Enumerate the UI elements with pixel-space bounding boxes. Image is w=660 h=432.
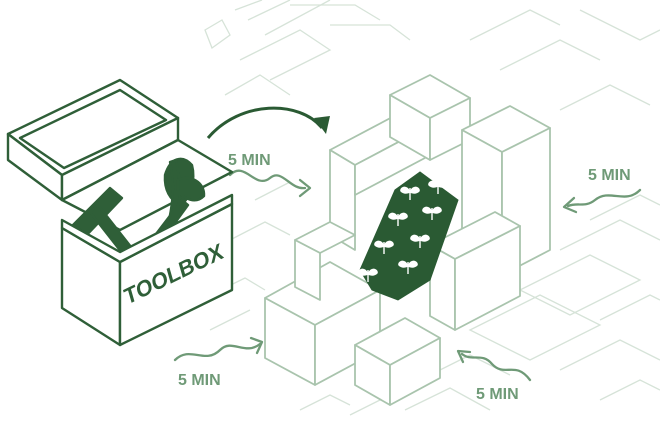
sprout-icon bbox=[358, 268, 378, 282]
sprout-icon bbox=[422, 206, 442, 220]
sprout-icon bbox=[410, 234, 430, 248]
green-courtyard bbox=[358, 171, 459, 301]
sprout-icon bbox=[374, 240, 394, 254]
distance-label: 5 MIN bbox=[588, 167, 631, 184]
approach-arrow-bottom-right bbox=[460, 352, 532, 382]
sprout-icon bbox=[398, 260, 418, 274]
approach-arrows bbox=[173, 169, 642, 382]
approach-arrow-right bbox=[566, 188, 642, 208]
building-blocks bbox=[264, 74, 551, 406]
flow-arrow bbox=[206, 106, 330, 139]
distance-labels: 5 MIN 5 MIN 5 MIN 5 MIN bbox=[178, 152, 631, 403]
approach-arrow-bottom-left bbox=[173, 342, 262, 362]
toolbox bbox=[6, 78, 234, 347]
sprout-icon bbox=[388, 212, 408, 226]
sprout-icon bbox=[428, 180, 448, 194]
distance-label: 5 MIN bbox=[476, 386, 519, 403]
sprout-icon bbox=[358, 180, 448, 282]
distance-label: 5 MIN bbox=[178, 372, 221, 389]
background-street-lines bbox=[199, 0, 660, 416]
sprout-icon bbox=[400, 186, 420, 200]
approach-arrow-top-left bbox=[228, 169, 307, 190]
distance-label: 5 MIN bbox=[228, 152, 271, 169]
